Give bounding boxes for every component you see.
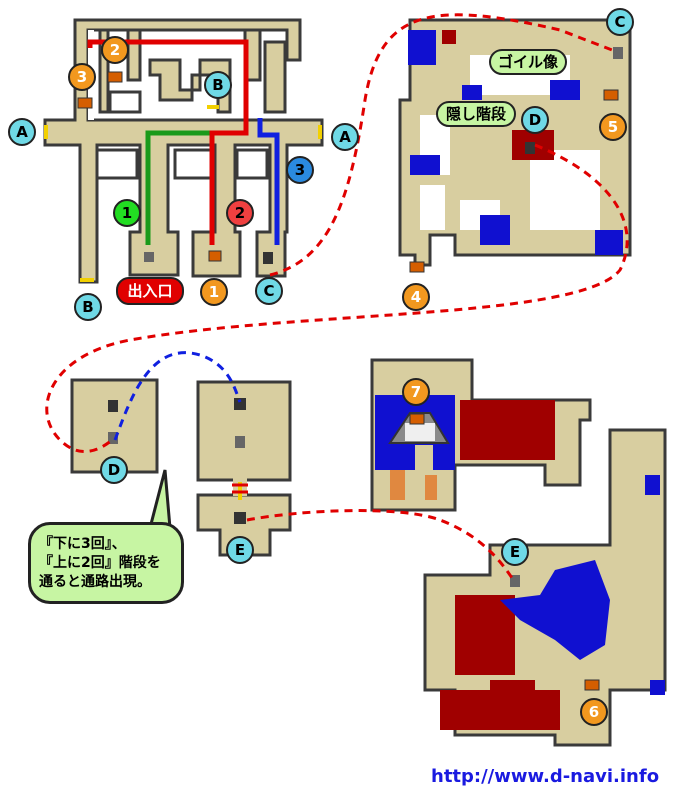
hint-note: 『下に3回』、 『上に2回』階段を 通ると通路出現。	[28, 522, 184, 604]
svg-text:E: E	[235, 541, 245, 559]
chest-marker-1[interactable]: 1	[200, 278, 228, 306]
marker-a-left[interactable]: A	[8, 118, 36, 146]
marker-c-top[interactable]: C	[606, 8, 634, 36]
svg-text:A: A	[16, 123, 28, 141]
svg-text:A: A	[339, 128, 351, 146]
marker-b-top[interactable]: B	[204, 71, 232, 99]
note-tail	[148, 469, 172, 530]
svg-text:B: B	[82, 298, 93, 316]
note-line-3: 通ると通路出現。	[39, 574, 151, 590]
floor-1-map	[43, 18, 324, 284]
chest-marker-2[interactable]: 2	[101, 36, 129, 64]
path-e	[246, 509, 514, 579]
svg-text:D: D	[529, 111, 541, 129]
note-line-1: 『下に3回』、	[39, 536, 126, 552]
marker-e-left[interactable]: E	[226, 536, 254, 564]
chest-marker-6[interactable]: 6	[580, 698, 608, 726]
marker-c-bottom[interactable]: C	[255, 277, 283, 305]
route-red	[87, 39, 249, 245]
marker-a-right[interactable]: A	[331, 123, 359, 151]
source-url[interactable]: http://www.d-navi.info	[431, 766, 660, 787]
chest-marker-3[interactable]: 3	[68, 63, 96, 91]
svg-text:1: 1	[122, 204, 132, 222]
route-blue	[257, 118, 280, 245]
marker-b-bottom[interactable]: B	[74, 293, 102, 321]
statue-label[interactable]: ゴイル像	[489, 49, 567, 75]
marker-d-top[interactable]: D	[521, 106, 549, 134]
svg-text:3: 3	[295, 161, 305, 179]
marker-e-right[interactable]: E	[501, 538, 529, 566]
route-marker-1[interactable]: 1	[113, 199, 141, 227]
svg-text:出入口: 出入口	[127, 282, 172, 300]
floor-3-map	[70, 378, 292, 557]
svg-text:3: 3	[77, 68, 87, 86]
svg-text:C: C	[614, 13, 625, 31]
svg-text:ゴイル像: ゴイル像	[498, 53, 559, 71]
svg-text:C: C	[263, 282, 274, 300]
path-d-blue	[113, 351, 242, 441]
chest-marker-5[interactable]: 5	[599, 113, 627, 141]
route-green	[145, 130, 215, 245]
note-line-2: 『上に2回』階段を	[39, 555, 161, 571]
svg-text:B: B	[212, 76, 223, 94]
route-marker-2[interactable]: 2	[226, 199, 254, 227]
chest-marker-4[interactable]: 4	[402, 283, 430, 311]
floor-5-map	[423, 428, 667, 747]
svg-text:5: 5	[608, 118, 618, 136]
svg-text:1: 1	[209, 283, 219, 301]
svg-text:隠し階段: 隠し階段	[446, 105, 506, 123]
chest-marker-7[interactable]: 7	[402, 378, 430, 406]
floor-4-map	[370, 358, 592, 512]
path-d	[45, 143, 629, 454]
svg-text:2: 2	[110, 41, 120, 59]
svg-text:4: 4	[411, 288, 421, 306]
svg-text:E: E	[510, 543, 520, 561]
svg-text:7: 7	[411, 383, 421, 401]
entrance-label[interactable]: 出入口	[116, 277, 184, 305]
svg-text:6: 6	[589, 703, 599, 721]
route-marker-3[interactable]: 3	[286, 156, 314, 184]
path-c	[269, 13, 613, 277]
svg-text:D: D	[108, 461, 120, 479]
svg-text:2: 2	[235, 204, 245, 222]
marker-d-bottom[interactable]: D	[100, 456, 128, 484]
hidden-stairs-label[interactable]: 隠し階段	[436, 101, 516, 127]
floor-2-map	[398, 18, 632, 273]
